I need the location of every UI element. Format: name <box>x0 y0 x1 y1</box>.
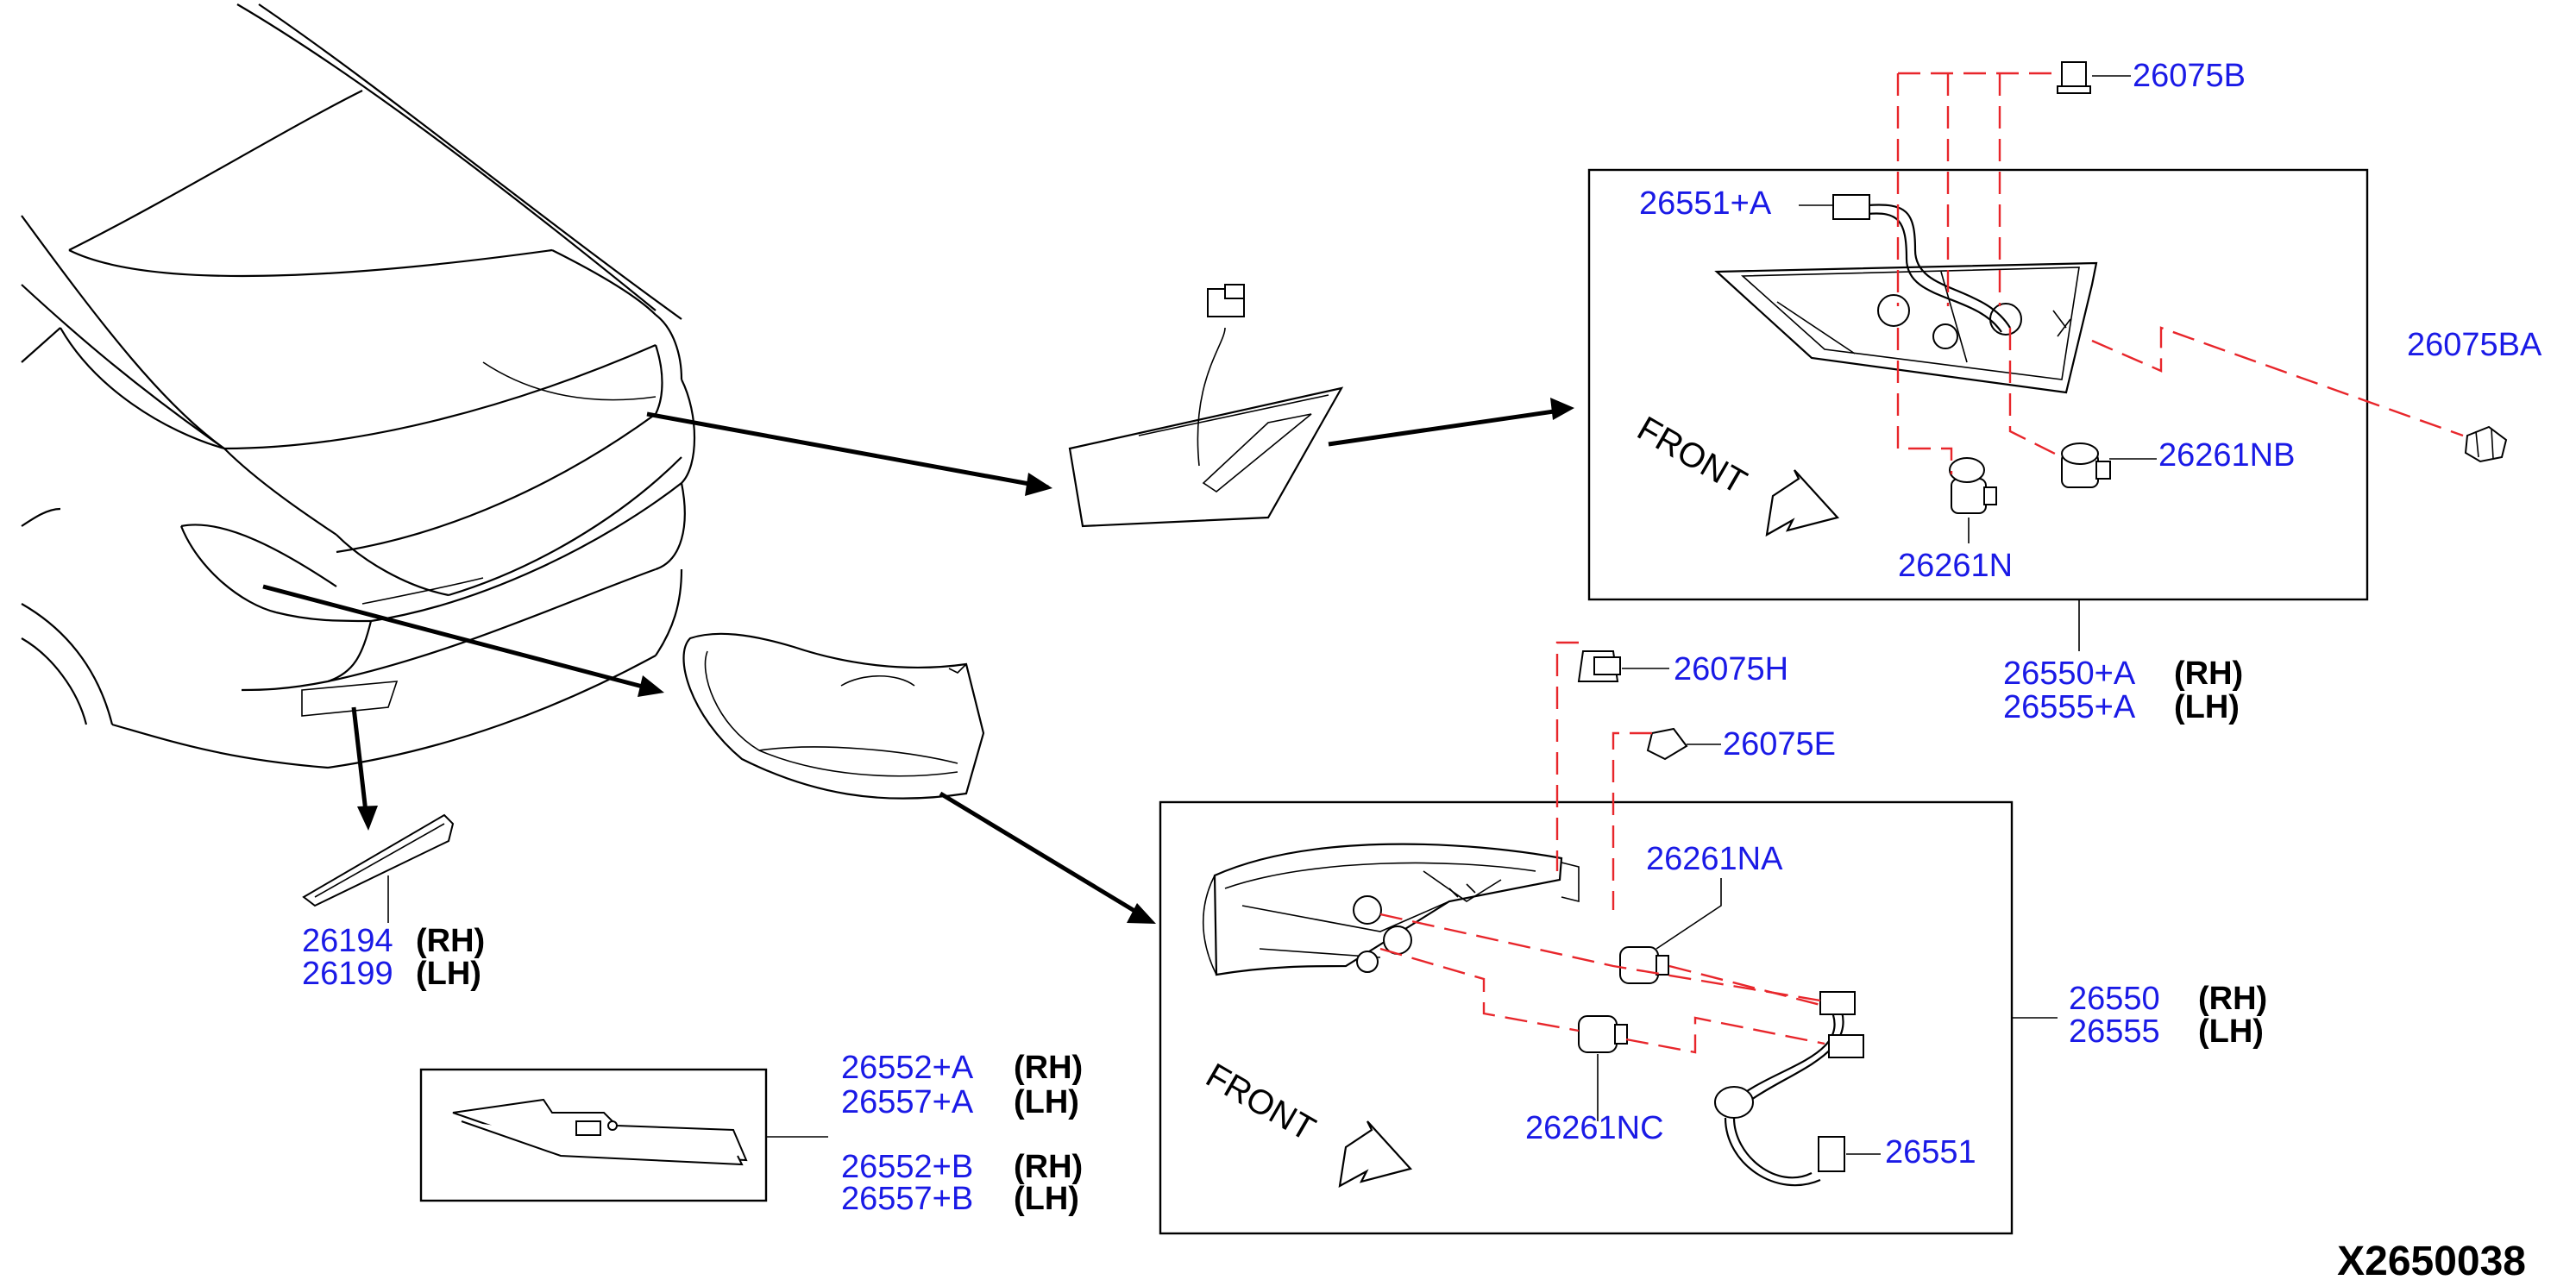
bulb-26261nc <box>1578 1015 1628 1053</box>
bulb-26261nb <box>2061 442 2111 488</box>
bulb-26261n <box>1949 457 1997 514</box>
reflector-part <box>302 813 455 923</box>
harness-26551a <box>1832 194 2011 333</box>
label-26551: 26551 <box>1885 1134 1976 1170</box>
dashed-leaders-lower <box>1379 641 1825 1054</box>
label-26261n: 26261N <box>1898 548 2013 584</box>
label-26075e: 26075E <box>1723 726 1836 762</box>
clip-26075b <box>2057 61 2091 94</box>
label-26075ba: 26075BA <box>2407 327 2542 363</box>
svg-text:FRONT: FRONT <box>1200 1057 1322 1149</box>
vehicle-rear-outline <box>21 3 696 769</box>
label-26550-side: (RH) <box>2198 981 2267 1017</box>
label-26199-side: (LH) <box>416 956 481 992</box>
label-26550a-side: (RH) <box>2174 656 2243 692</box>
part-number-labels: 26075B 26551+A 26075BA 26261NB 26261N 26… <box>302 58 2542 1280</box>
front-direction-upper: FRONT <box>1631 410 1840 537</box>
label-26552b-side: (RH) <box>1014 1149 1083 1185</box>
label-26557a-side: (LH) <box>1014 1084 1079 1120</box>
label-26557a: 26557+A <box>841 1084 974 1120</box>
label-26075b: 26075B <box>2133 58 2246 94</box>
label-26261na: 26261NA <box>1646 841 1783 877</box>
label-26552a: 26552+A <box>841 1050 974 1086</box>
label-26550: 26550 <box>2069 981 2160 1017</box>
clip-26075e <box>1646 727 1688 761</box>
label-26075h: 26075H <box>1674 651 1788 687</box>
label-26194-side: (RH) <box>416 923 485 959</box>
callout-arrows <box>262 398 1574 924</box>
diagram-id: X2650038 <box>2337 1239 2526 1280</box>
svg-text:FRONT: FRONT <box>1631 410 1753 502</box>
inner-lamp-detail-box <box>1587 168 2369 601</box>
label-26199: 26199 <box>302 956 393 992</box>
nut-26075ba <box>2464 425 2508 463</box>
outer-lamp-thumbnail <box>682 632 985 800</box>
front-direction-lower: FRONT <box>1200 1057 1413 1189</box>
garnish-part <box>452 1098 828 1166</box>
leader-lines-lower <box>1597 668 2058 1155</box>
label-26552b: 26552+B <box>841 1149 973 1185</box>
label-26555a-side: (LH) <box>2174 689 2240 725</box>
label-26555: 26555 <box>2069 1013 2160 1050</box>
dashed-leaders-upper <box>1896 72 2464 474</box>
label-26261nc: 26261NC <box>1525 1110 1664 1146</box>
label-26194: 26194 <box>302 923 393 959</box>
label-26555a: 26555+A <box>2003 689 2136 725</box>
bulb-26261na <box>1619 946 1669 984</box>
label-26551a: 26551+A <box>1639 185 1772 222</box>
leader-lines-upper <box>1799 75 2157 651</box>
label-26550a: 26550+A <box>2003 656 2136 692</box>
inner-lamp-thumbnail <box>1068 284 1344 528</box>
harness-26551 <box>1714 991 1864 1187</box>
clip-26075h <box>1577 650 1621 682</box>
label-26557b: 26557+B <box>841 1181 973 1217</box>
label-26552a-side: (RH) <box>1014 1050 1083 1086</box>
outer-lamp-assembly <box>1202 843 1580 976</box>
inner-lamp-assembly <box>1714 261 2098 394</box>
garnish-detail-box <box>419 1068 768 1202</box>
label-26557b-side: (LH) <box>1014 1181 1079 1217</box>
label-26555-side: (LH) <box>2198 1013 2264 1050</box>
label-26261nb: 26261NB <box>2158 437 2295 474</box>
